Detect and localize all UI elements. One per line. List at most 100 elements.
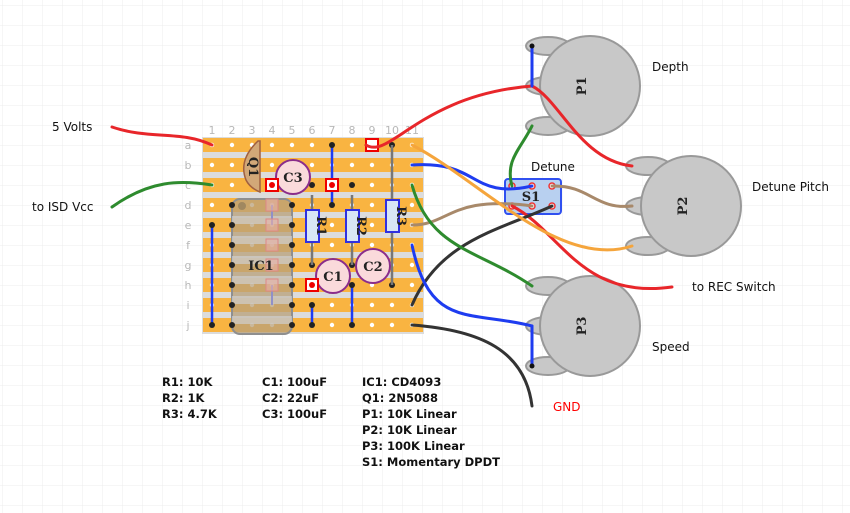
hole[interactable] (329, 222, 335, 228)
wires (110, 44, 674, 408)
row-label: d (185, 199, 192, 212)
column-label: 11 (405, 124, 419, 137)
wire-board-p2-orange (410, 143, 634, 252)
solder-point (289, 242, 295, 248)
legend-c3: C3: 100uF (262, 407, 327, 421)
solder-point (329, 202, 335, 208)
hole[interactable] (369, 242, 375, 248)
parts-legend: R1: 10K R2: 1K R3: 4.7K C1: 100uF C2: 22… (162, 375, 500, 469)
solder-point (289, 302, 295, 308)
solder-point (229, 262, 235, 268)
hole[interactable] (229, 182, 235, 188)
column-label: 9 (369, 124, 376, 137)
potentiometer-p3[interactable]: P3 (525, 275, 641, 377)
r2-label: R2 (353, 216, 368, 236)
hole[interactable] (369, 222, 375, 228)
solder-point (229, 302, 235, 308)
capacitor-c3[interactable]: C3 (275, 159, 311, 195)
hole[interactable] (369, 202, 375, 208)
solder-point (349, 182, 355, 188)
c3-label: C3 (283, 171, 302, 186)
r3-label: R3 (393, 206, 408, 226)
hole[interactable] (209, 162, 215, 168)
hole[interactable] (409, 202, 415, 208)
hole[interactable] (369, 322, 375, 328)
resistor-r3[interactable]: R3 (385, 145, 408, 285)
hole[interactable] (309, 162, 315, 168)
solder-point (229, 202, 235, 208)
s1-label: S1 (522, 190, 540, 205)
wire-board-p3-green (410, 183, 534, 288)
row-label: c (185, 179, 191, 192)
legend-c1: C1: 100uF (262, 375, 327, 389)
hole[interactable] (229, 142, 235, 148)
p1-label: P1 (575, 77, 590, 96)
hole[interactable] (369, 302, 375, 308)
hole[interactable] (409, 262, 415, 268)
hole[interactable] (329, 302, 335, 308)
hole[interactable] (229, 162, 235, 168)
hole[interactable] (269, 142, 275, 148)
solder-point (309, 322, 315, 328)
solder-point (209, 322, 215, 328)
c2-label: C2 (363, 260, 382, 275)
wire-board-p3-blue (410, 243, 534, 328)
hole[interactable] (329, 242, 335, 248)
solder-point (229, 282, 235, 288)
legend-p1: P1: 10K Linear (362, 407, 457, 421)
solder-point (229, 242, 235, 248)
row-label: g (185, 259, 192, 272)
resistor-r2[interactable]: R2 (345, 195, 368, 265)
label-detune: Detune (531, 160, 575, 174)
hole[interactable] (349, 142, 355, 148)
capacitor-c2[interactable]: C2 (355, 248, 391, 284)
c1-label: C1 (323, 270, 342, 285)
hole[interactable] (309, 142, 315, 148)
legend-p3: P3: 100K Linear (362, 439, 465, 453)
column-label: 8 (349, 124, 356, 137)
wire-isd-vcc (110, 180, 214, 209)
hole[interactable] (209, 202, 215, 208)
label-isd-vcc: to ISD Vcc (32, 200, 93, 214)
solder-point (329, 142, 335, 148)
solder-point (289, 262, 295, 268)
potentiometer-p2[interactable]: P2 (625, 155, 742, 257)
row-label: h (185, 279, 192, 292)
wire-p1-s1 (508, 124, 534, 188)
potentiometer-p1[interactable]: P1 (525, 35, 641, 137)
column-label: 3 (249, 124, 256, 137)
hole[interactable] (369, 162, 375, 168)
legend-p2: P2: 10K Linear (362, 423, 457, 437)
column-label: 10 (385, 124, 399, 137)
solder-point (289, 282, 295, 288)
label-5-volts: 5 Volts (52, 120, 92, 134)
solder-point (309, 182, 315, 188)
solder-point (209, 222, 215, 228)
hole[interactable] (389, 302, 395, 308)
hole[interactable] (349, 162, 355, 168)
ic-pin-marker (265, 258, 279, 272)
legend-ic1: IC1: CD4093 (362, 375, 441, 389)
solder-point (289, 202, 295, 208)
hole[interactable] (329, 322, 335, 328)
solder-point (229, 322, 235, 328)
label-detune-pitch: Detune Pitch (752, 180, 829, 194)
solder-point (289, 322, 295, 328)
resistor-r1[interactable]: R1 (305, 195, 328, 265)
row-label: f (186, 239, 191, 252)
ic1[interactable] (231, 198, 293, 335)
hole[interactable] (389, 322, 395, 328)
transistor-q1[interactable]: Q1 (243, 140, 261, 194)
hole[interactable] (369, 182, 375, 188)
capacitor-c1[interactable]: C1 (315, 258, 351, 294)
wire-gnd (410, 323, 534, 408)
wire-s1-board-black (410, 204, 554, 307)
column-label: 5 (289, 124, 296, 137)
switch-s1[interactable]: S1 (504, 178, 562, 215)
hole[interactable] (289, 142, 295, 148)
hole[interactable] (269, 162, 275, 168)
hole[interactable] (409, 282, 415, 288)
solder-point (289, 222, 295, 228)
